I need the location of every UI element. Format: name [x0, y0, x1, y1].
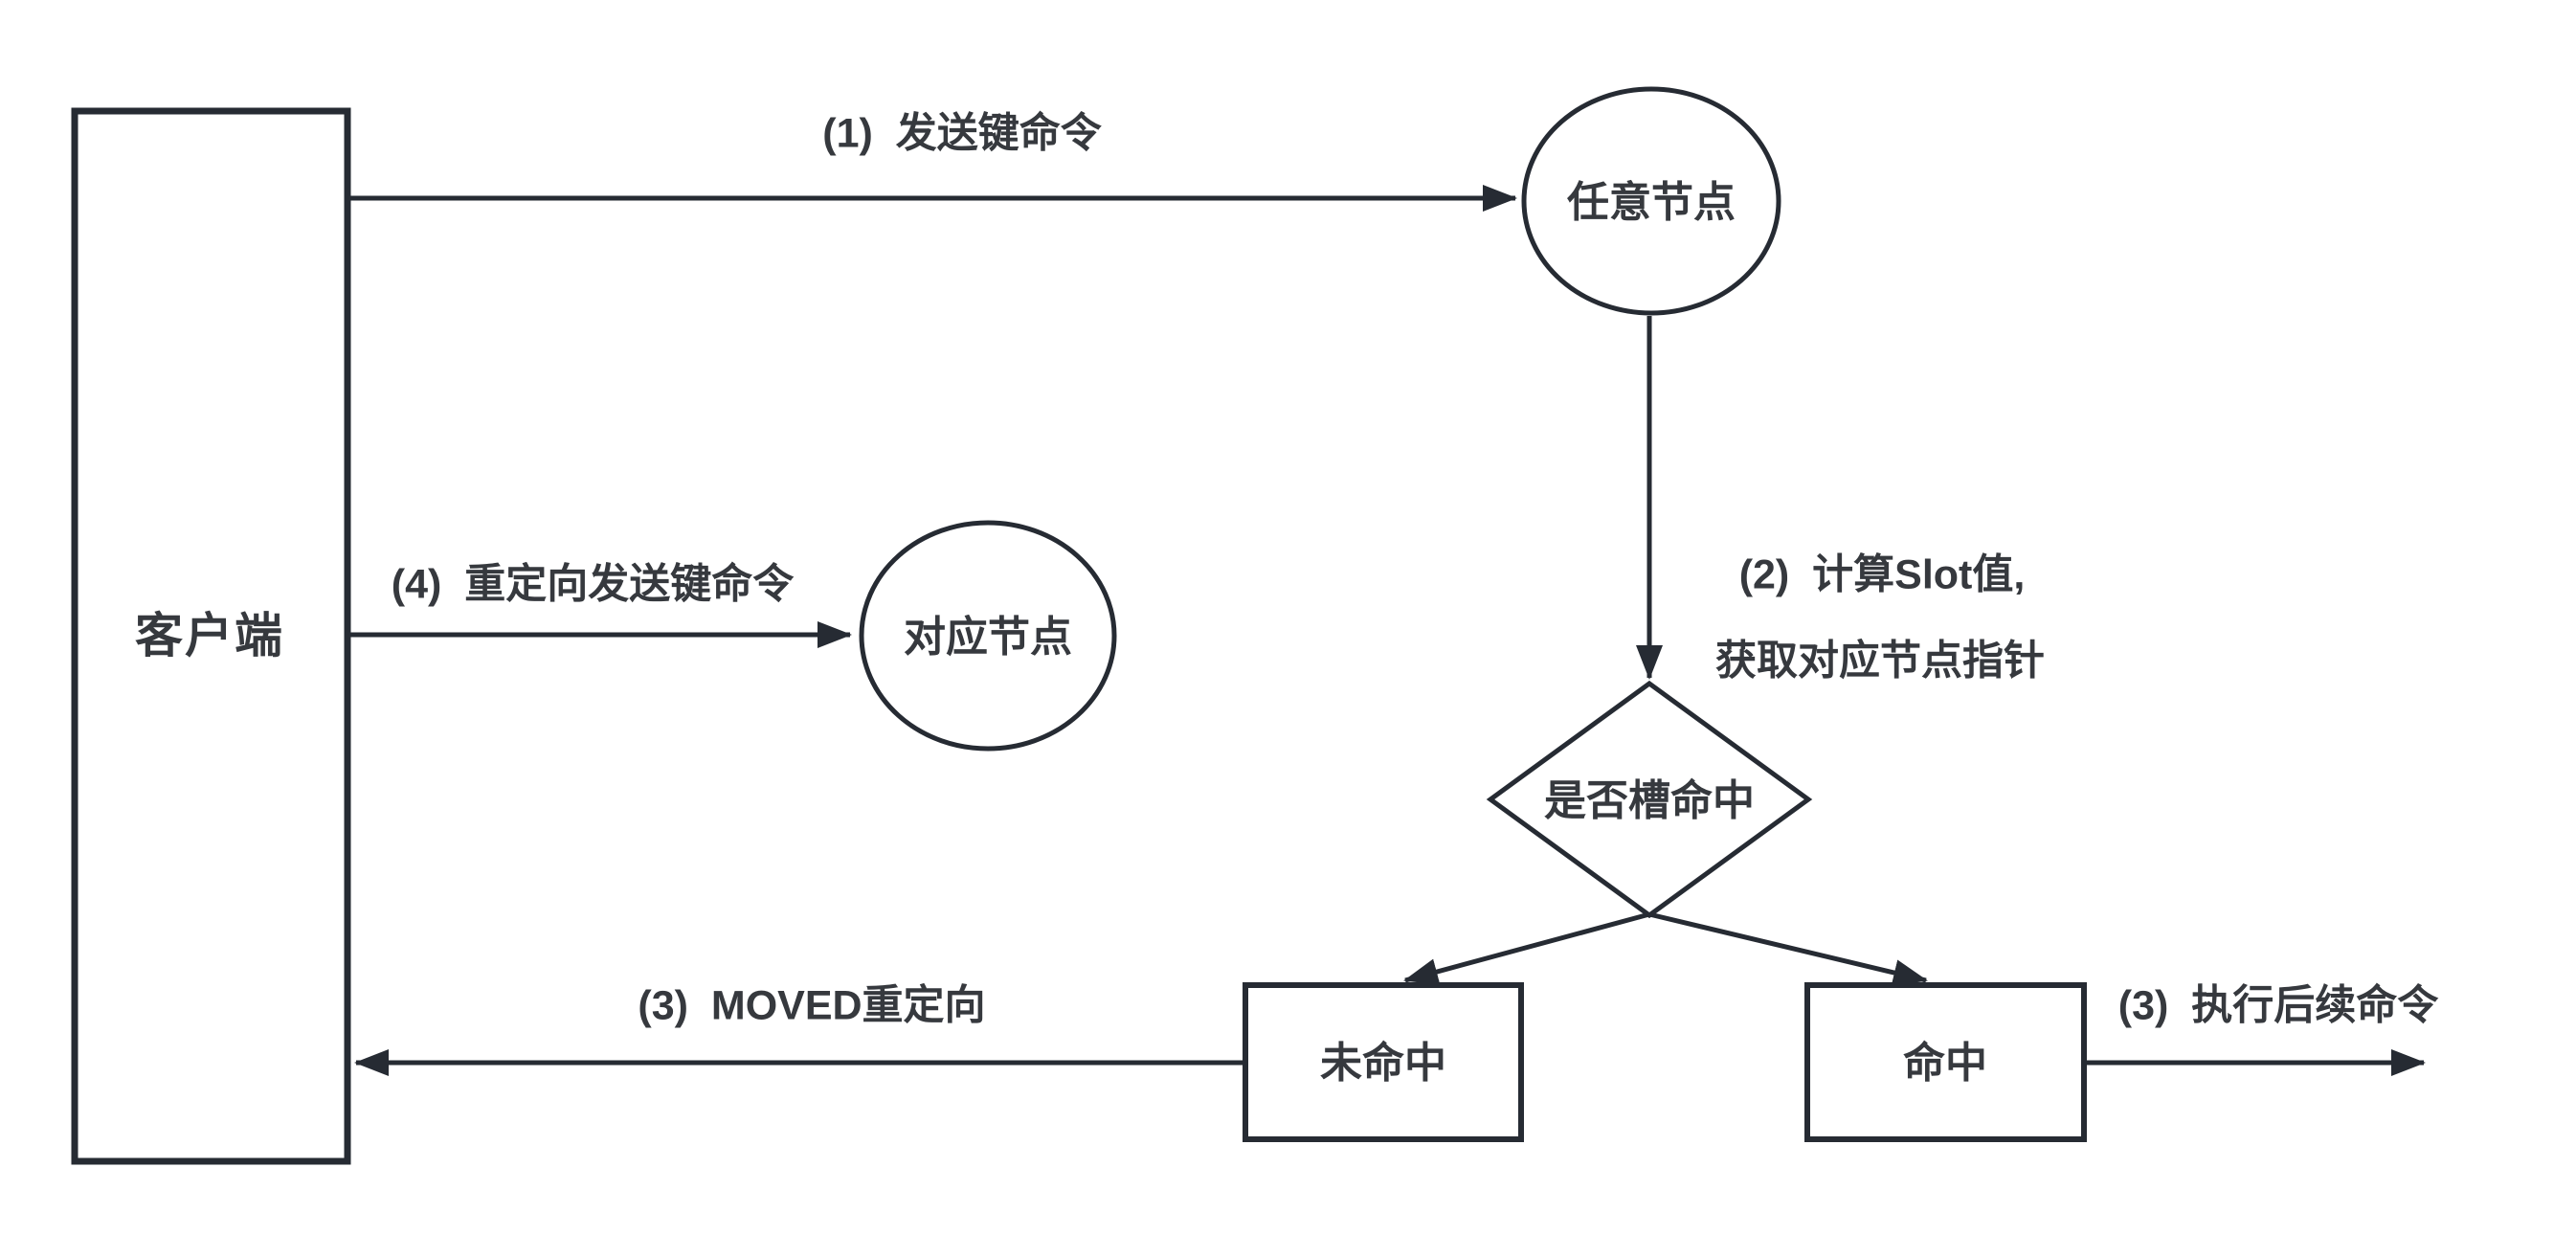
step2-edge-label-line2: 获取对应节点指针 — [1715, 638, 2045, 685]
miss-box-label: 未命中 — [1320, 1040, 1446, 1087]
hit-box-shape — [1804, 982, 2087, 1142]
step1-edge-label: (1) 发送键命令 — [822, 110, 1102, 157]
step2-edge-label-line1: (2) 计算Slot值, — [1738, 551, 2026, 598]
hit-box-label: 命中 — [1903, 1040, 1987, 1087]
slot-decision-diamond-shape — [1486, 680, 1813, 919]
any-node-shape — [1521, 86, 1781, 316]
client-node-shape — [71, 107, 351, 1165]
client-node-label: 客户端 — [135, 609, 284, 662]
edge-decision-to-hit-arrow — [1648, 911, 1928, 986]
target-node-shape — [859, 520, 1117, 752]
any-node-label: 任意节点 — [1567, 179, 1736, 226]
step3-moved-edge-label: (3) MOVED重定向 — [638, 982, 986, 1029]
step3-exec-edge-label: (3) 执行后续命令 — [2117, 982, 2439, 1029]
edge-decision-to-miss-arrow — [1403, 911, 1650, 985]
miss-box-shape — [1243, 982, 1524, 1142]
step4-edge-label: (4) 重定向发送键命令 — [391, 561, 795, 608]
target-node-label: 对应节点 — [904, 614, 1072, 661]
slot-decision-label: 是否槽命中 — [1544, 777, 1755, 824]
